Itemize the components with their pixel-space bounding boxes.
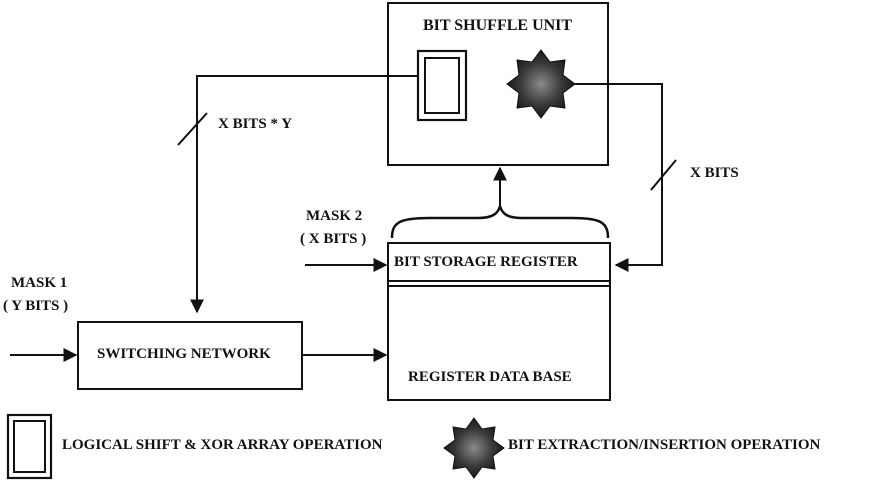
x-bits-y-line xyxy=(190,75,418,314)
x-bits-label: X BITS xyxy=(690,165,739,181)
shift-xor-block-icon xyxy=(416,49,468,122)
bit-storage-register-label: BIT STORAGE REGISTER xyxy=(394,254,578,270)
bus-slash-right xyxy=(650,159,677,191)
switching-network-label: SWITCHING NETWORK xyxy=(97,346,271,362)
register-box xyxy=(387,242,611,401)
register-data-base-label: REGISTER DATA BASE xyxy=(408,369,572,385)
legend-extraction-label: BIT EXTRACTION/INSERTION OPERATION xyxy=(508,437,821,453)
mask1-label: MASK 1 xyxy=(11,275,68,291)
x-bits-line xyxy=(575,83,663,272)
extraction-block-icon xyxy=(506,49,576,119)
brace xyxy=(390,205,610,239)
legend-double-rectangle-icon xyxy=(6,413,53,480)
legend-eight-point-star-icon xyxy=(443,417,505,479)
bus-slash-left xyxy=(177,112,208,146)
legend-shift-xor-label: LOGICAL SHIFT & XOR ARRAY OPERATION xyxy=(62,437,383,453)
mask2-sub-label: ( X BITS ) xyxy=(300,231,367,247)
mask1-sub-label: ( Y BITS ) xyxy=(3,298,69,314)
x-bits-y-label: X BITS * Y xyxy=(218,116,293,132)
bit-shuffle-unit-label: BIT SHUFFLE UNIT xyxy=(423,17,573,34)
mask2-label: MASK 2 xyxy=(306,208,363,224)
